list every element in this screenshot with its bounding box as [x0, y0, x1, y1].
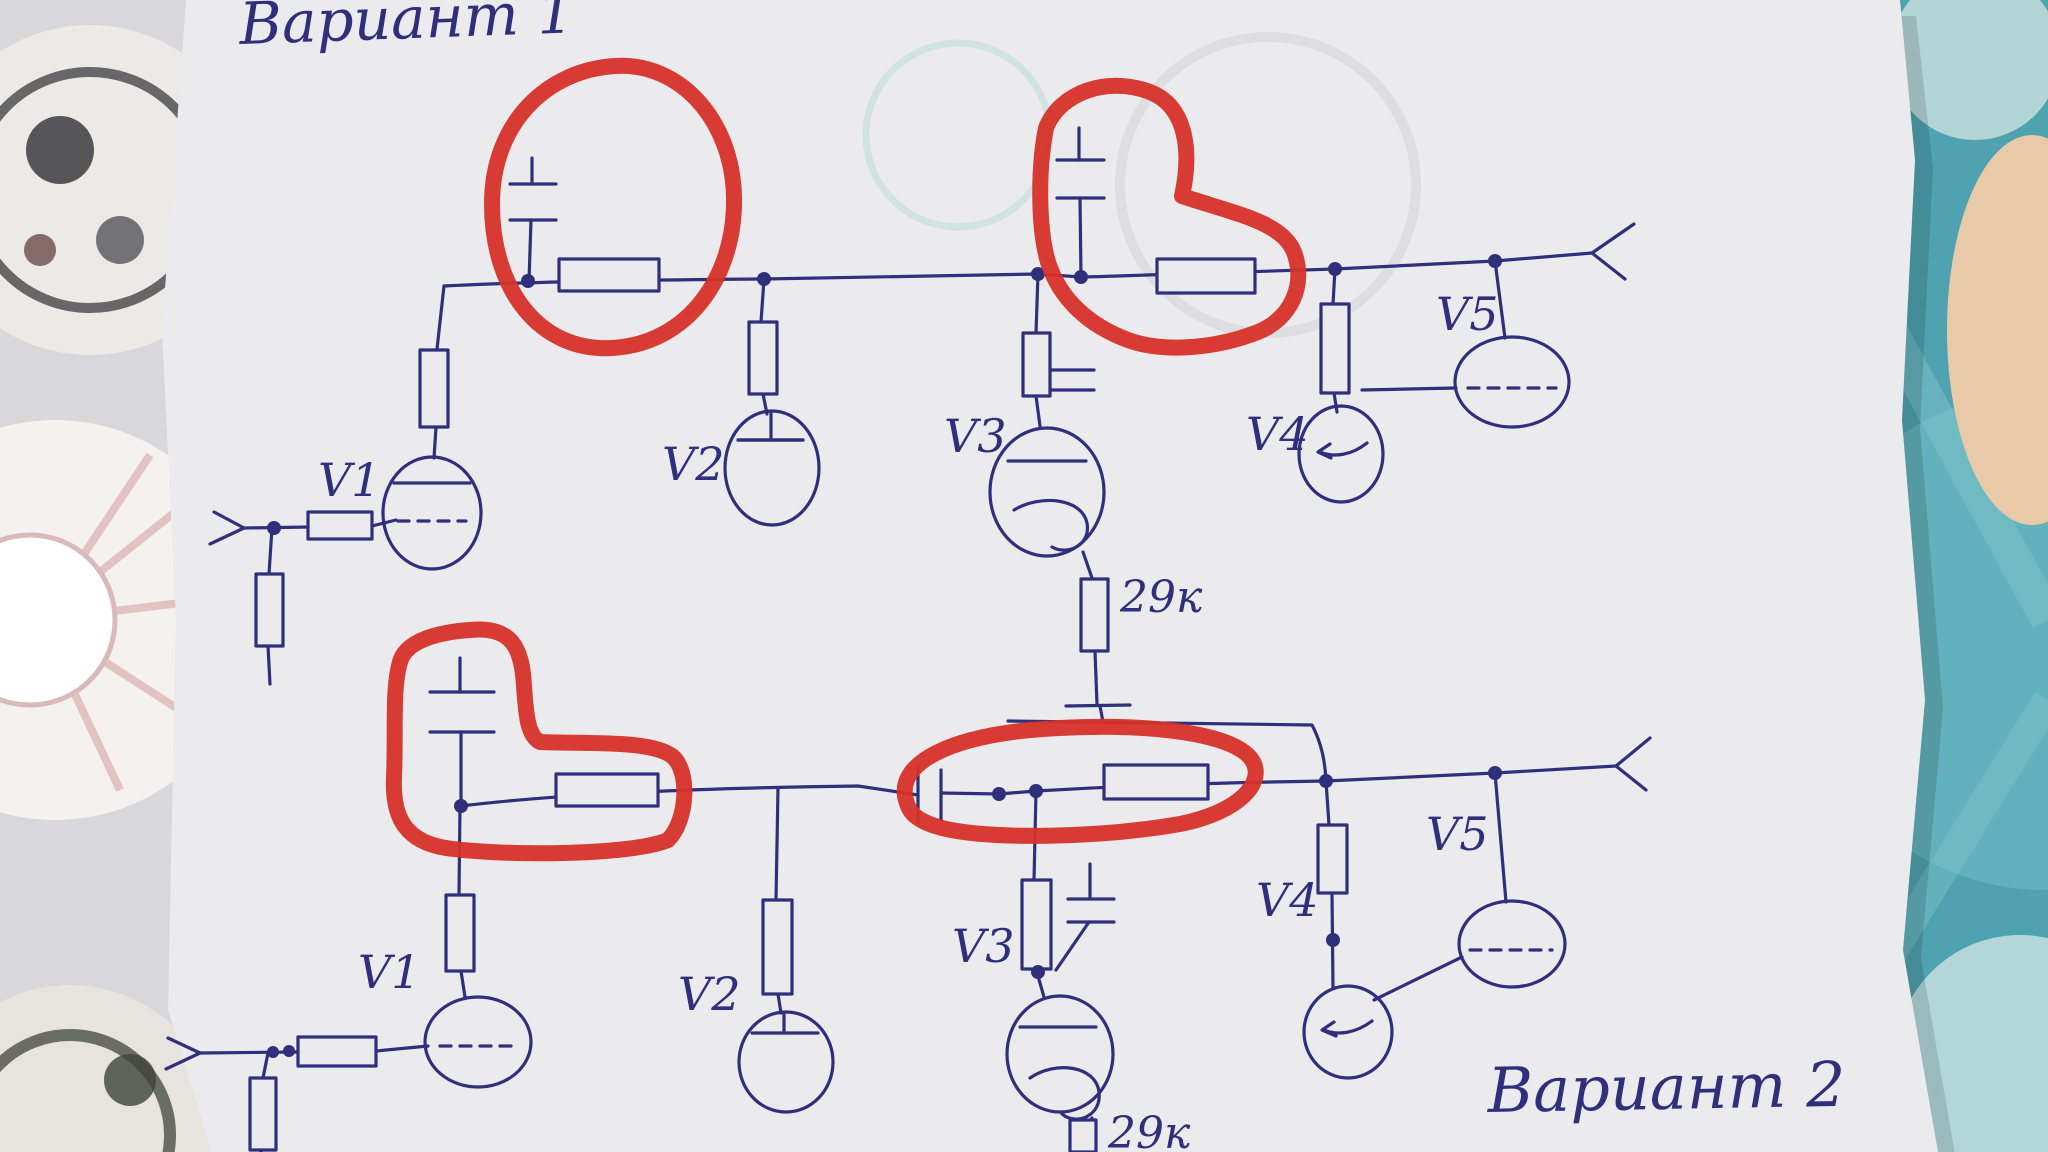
resistor-29k [1079, 577, 1110, 653]
variant2-circuit [164, 656, 1652, 1152]
v4-label-bottom: V4 [1256, 873, 1319, 927]
handwritten-labels: Вариант 1 Вариант 2 V1 V2 V3 V4 V5 29к V… [237, 0, 1846, 1152]
tube-v3 [988, 426, 1106, 558]
resistor [761, 898, 794, 996]
resistor [1155, 257, 1257, 295]
paper-sheet [162, 0, 1955, 1152]
resistor [557, 257, 661, 293]
resistor [1102, 763, 1210, 801]
resistor [747, 320, 779, 396]
placemat-circle [1890, 0, 2048, 140]
tube-v5 [1457, 899, 1567, 989]
capacitor-anode-2 [1055, 126, 1106, 279]
v1-label-bottom: V1 [358, 945, 421, 999]
v1-label-top: V1 [318, 453, 381, 507]
tube-v2 [723, 409, 821, 527]
v3-label-bottom: V3 [952, 919, 1015, 973]
capacitor-anode-1 [508, 156, 558, 283]
resistor [296, 1035, 378, 1068]
tube-v2 [737, 1010, 835, 1114]
output-fork [1614, 736, 1652, 792]
tube-v3-curl [1012, 498, 1089, 552]
tube-v4 [1297, 404, 1385, 504]
resistor [1316, 823, 1349, 895]
plate-blob [104, 1054, 156, 1106]
red-marker-circle-top-left [484, 57, 743, 357]
resistor [1319, 302, 1351, 395]
tube-v4-arrow [1316, 441, 1369, 460]
plate-center [0, 532, 118, 708]
resistor [554, 772, 660, 808]
variant1-junction-dots [267, 254, 1502, 535]
variant1-circuit [208, 126, 1636, 724]
v2-label-top: V2 [662, 437, 725, 491]
resistor [444, 893, 476, 973]
tube-v5 [1453, 335, 1571, 429]
v5-label-bottom: V5 [1426, 807, 1489, 861]
capacitor-anode-3 [428, 656, 496, 806]
placemat-circle [1895, 935, 2048, 1152]
tube-v1 [381, 455, 483, 571]
resistor-29k-label-bottom: 29к [1107, 1108, 1191, 1152]
variant2-junction-dots [267, 766, 1502, 1058]
plate-ring [0, 1029, 176, 1152]
tube-v4 [1302, 984, 1394, 1080]
variant2-title: Вариант 2 [1486, 1048, 1846, 1127]
resistor [1021, 331, 1052, 398]
v4-label-top: V4 [1246, 407, 1309, 461]
resistor-29k [1068, 1118, 1098, 1152]
red-marker-blob-top-middle [1032, 77, 1307, 356]
resistor [248, 1076, 278, 1152]
red-marker-oval-bottom-middle [896, 718, 1264, 844]
plate-blob [24, 234, 56, 266]
capacitor-grid-v3 [1054, 862, 1116, 972]
paper [162, 0, 1938, 1152]
resistor-29k-label-top: 29к [1119, 572, 1203, 623]
v3-label-top: V3 [944, 409, 1007, 463]
tube-v3 [1005, 994, 1115, 1114]
tube-v4-arrow [1320, 1019, 1374, 1038]
red-marker-blob-bottom-left [385, 621, 693, 862]
resistor [254, 572, 285, 648]
plate-blob [96, 216, 144, 264]
placemat-figure [1947, 135, 2048, 525]
resistor [306, 510, 374, 541]
plate-rays [36, 452, 206, 792]
plate-blob [26, 116, 94, 184]
v2-label-bottom: V2 [678, 967, 741, 1021]
tube-v1 [423, 995, 533, 1089]
red-marker-highlights [385, 57, 1307, 862]
v5-label-top: V5 [1436, 287, 1499, 341]
resistor [1020, 878, 1053, 971]
variant2-resistors [248, 763, 1349, 1152]
resistor [418, 348, 450, 429]
output-fork [1590, 222, 1636, 281]
variant1-resistors [254, 257, 1351, 653]
